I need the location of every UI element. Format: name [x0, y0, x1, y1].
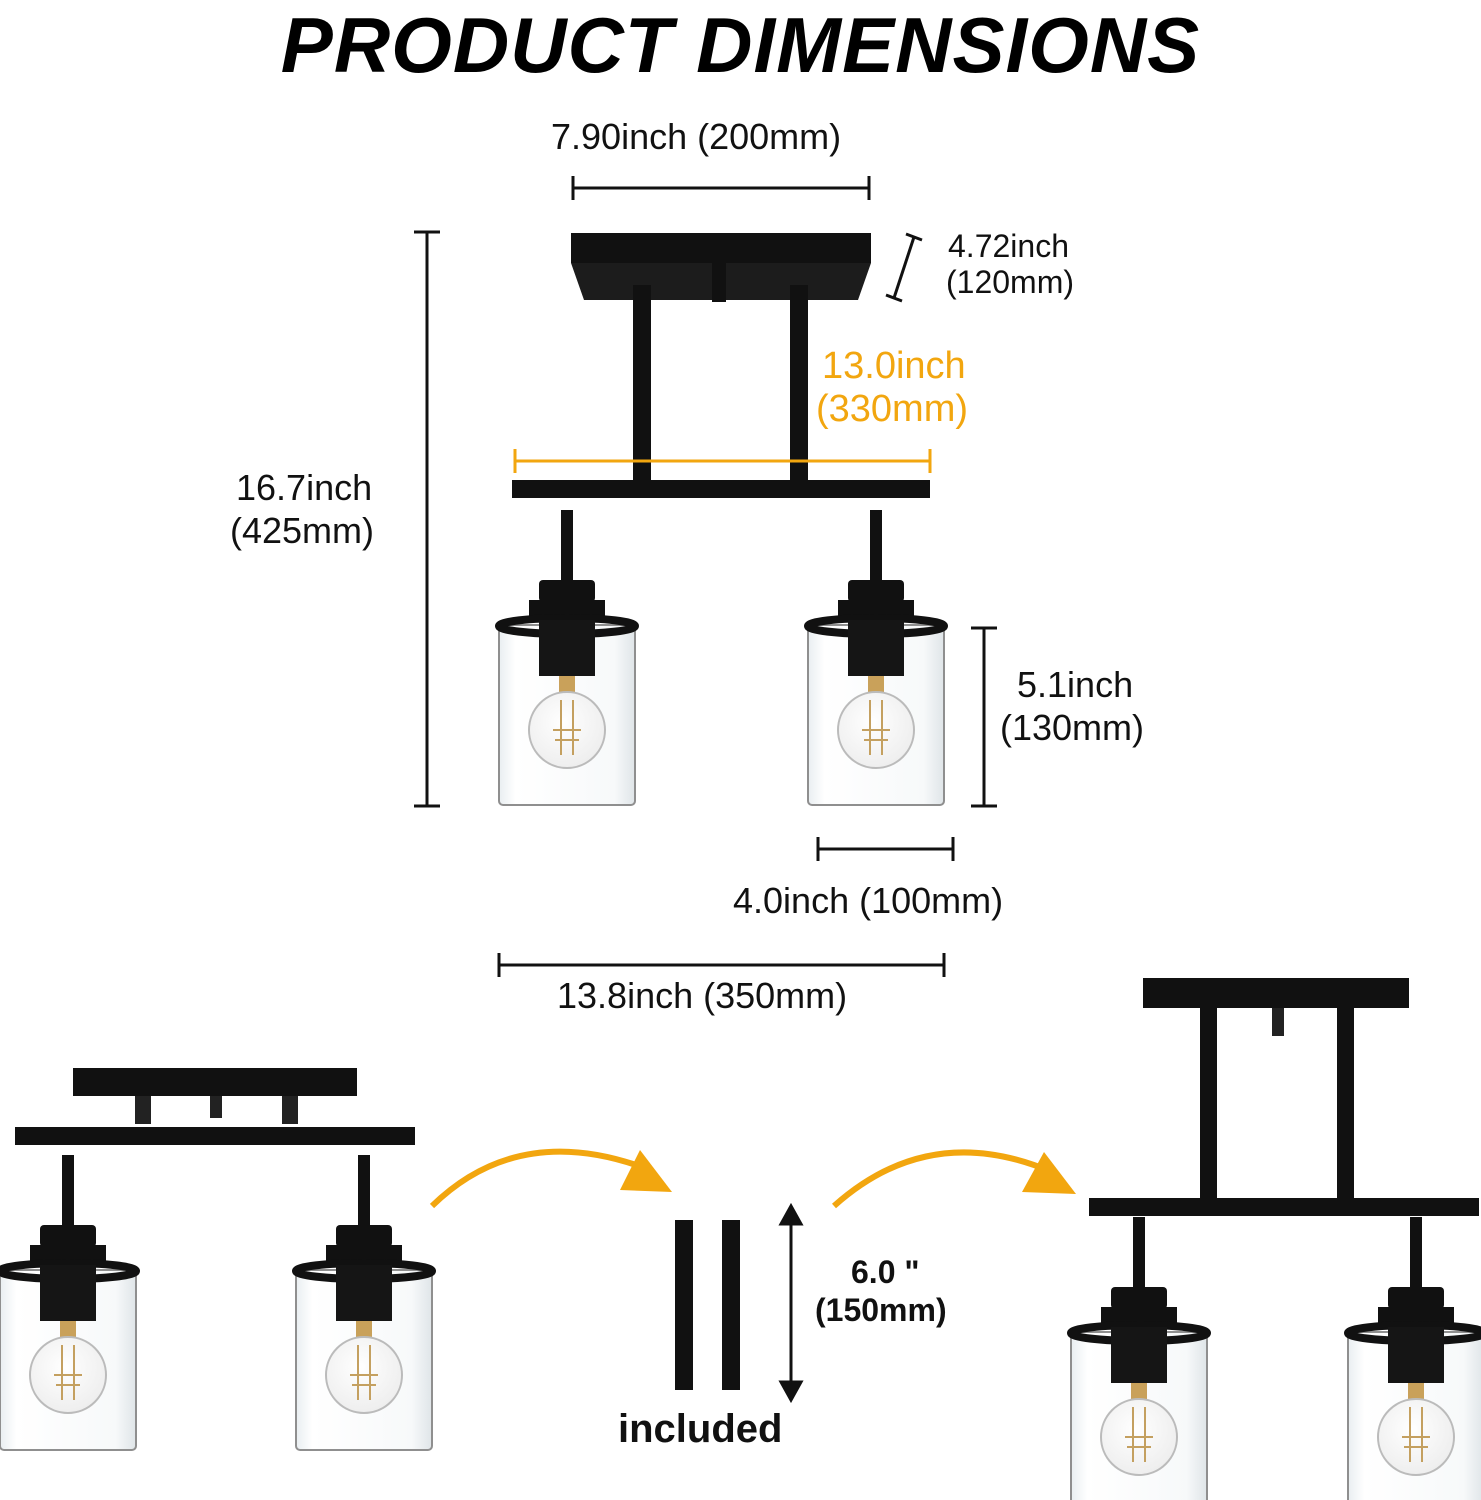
- height-inch-label: 16.7inch: [236, 467, 373, 508]
- arrow-to-extended: [831, 1149, 1076, 1209]
- shade-height-inch-label: 5.1inch: [1017, 664, 1134, 705]
- height-dimension: [414, 230, 440, 808]
- extension-rods: [675, 1220, 740, 1390]
- canopy-depth-mm-label: (120mm): [946, 264, 1075, 300]
- depth-dimension: [885, 232, 923, 303]
- total-width-label: 13.8inch (350mm): [557, 975, 848, 1016]
- included-label: included: [618, 1407, 783, 1451]
- top-width-dimension: [571, 176, 871, 200]
- rod-length-dimension: [778, 1202, 804, 1404]
- canopy-depth-inch-label: 4.72inch: [948, 228, 1069, 264]
- shade-height-mm-label: (130mm): [1000, 707, 1145, 748]
- page-title: PRODUCT DIMENSIONS: [280, 1, 1201, 89]
- shade-width-label: 4.0inch (100mm): [733, 880, 1004, 921]
- bar-width-mm-label: (330mm): [816, 388, 969, 430]
- main-fixture: [499, 233, 944, 805]
- total-width-dimension: [497, 953, 946, 977]
- extended-fixture: [1071, 978, 1481, 1500]
- rod-length-mm-label: (150mm): [815, 1292, 947, 1328]
- height-mm-label: (425mm): [230, 510, 375, 551]
- rod-length-inch-label: 6.0 ": [851, 1254, 920, 1290]
- top-width-label: 7.90inch (200mm): [551, 116, 842, 157]
- flush-fixture: [0, 1068, 432, 1450]
- bar-width-inch-label: 13.0inch: [822, 345, 966, 387]
- shade-height-dimension: [971, 626, 997, 808]
- shade-width-dimension: [816, 837, 955, 861]
- bar-width-dimension: [513, 449, 932, 473]
- arrow-to-rods: [429, 1148, 672, 1209]
